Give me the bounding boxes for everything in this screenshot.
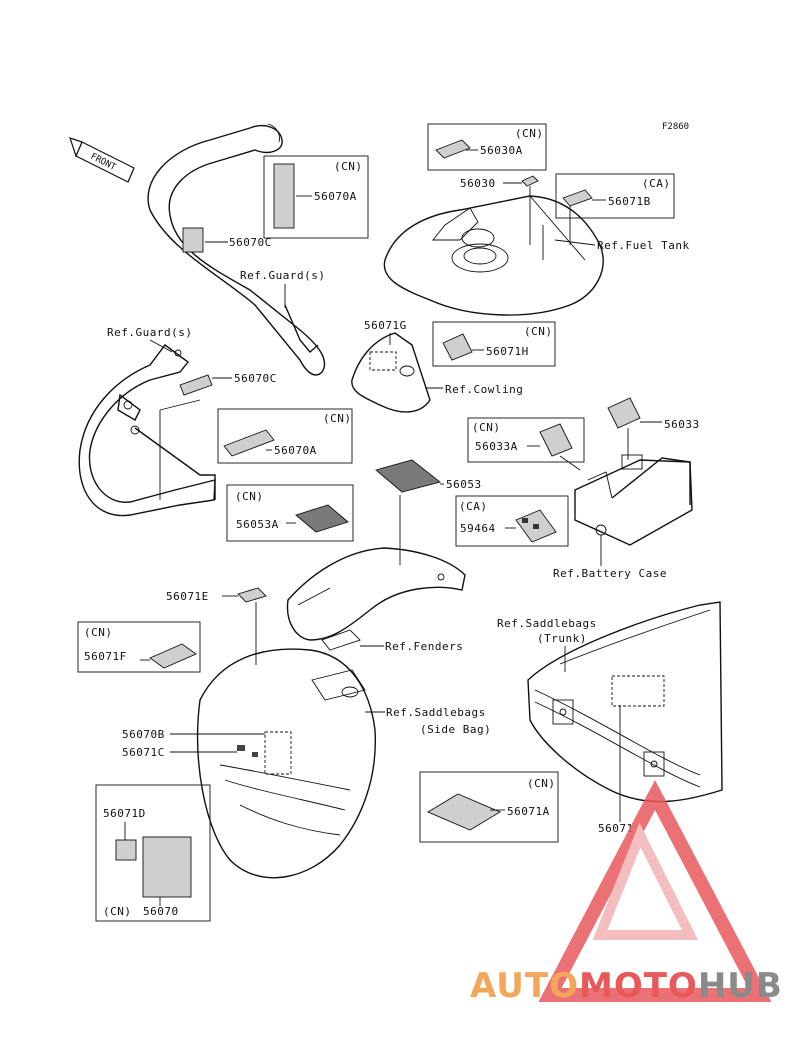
callout-56070A-mid: 56070A bbox=[274, 444, 317, 457]
callout-56071E: 56071E bbox=[166, 590, 209, 603]
ref-fuel-tank: Ref.Fuel Tank bbox=[597, 239, 690, 252]
trunk-part bbox=[527, 601, 723, 803]
side-saddlebag-part bbox=[196, 648, 377, 879]
decal-56070 bbox=[142, 836, 192, 898]
callout-56071F: 56071F bbox=[84, 650, 127, 663]
ref-fenders: Ref.Fenders bbox=[385, 640, 463, 653]
decal-56071A bbox=[427, 793, 501, 831]
region-tag-ca-59464: (CA) bbox=[459, 500, 488, 513]
callout-box-56071D-56070 bbox=[95, 784, 211, 922]
callout-56071B: 56071B bbox=[608, 195, 651, 208]
watermark-logo bbox=[538, 779, 772, 1002]
region-tag-cn-56053A: (CN) bbox=[235, 490, 264, 503]
decal-56030A bbox=[435, 139, 471, 159]
callout-56071H: 56071H bbox=[486, 345, 529, 358]
decal-56071F bbox=[149, 643, 197, 669]
decal-56070A-top bbox=[273, 163, 295, 229]
front-arrow-icon: FRONT bbox=[69, 137, 135, 183]
region-tag-cn: (CN) bbox=[334, 160, 363, 173]
callout-box-56071F bbox=[77, 621, 201, 673]
guard-lower-part bbox=[78, 344, 216, 517]
region-tag-cn-56071A: (CN) bbox=[527, 777, 556, 790]
callout-56070C-mid: 56070C bbox=[234, 372, 277, 385]
decal-56070C-mid bbox=[179, 374, 213, 396]
decal-56053 bbox=[375, 459, 441, 493]
callout-box-56071B bbox=[555, 173, 675, 219]
callout-56070B: 56070B bbox=[122, 728, 165, 741]
decal-56070A-mid bbox=[223, 429, 275, 457]
callout-56071G: 56071G bbox=[364, 319, 407, 332]
decal-56033 bbox=[607, 397, 641, 429]
callout-56033: 56033 bbox=[664, 418, 700, 431]
decal-56033A bbox=[539, 423, 573, 457]
callout-box-56030A bbox=[427, 123, 547, 171]
region-tag-cn-56030A: (CN) bbox=[515, 127, 544, 140]
callout-56071A: 56071A bbox=[507, 805, 550, 818]
guard-upper-part bbox=[147, 123, 326, 376]
ref-guard-upper: Ref.Guard(s) bbox=[240, 269, 325, 282]
fenders-part bbox=[286, 547, 466, 651]
region-tag-cn-56070A-mid: (CN) bbox=[323, 412, 352, 425]
ref-cowling: Ref.Cowling bbox=[445, 383, 523, 396]
decal-56030 bbox=[521, 175, 539, 187]
battery-case-part bbox=[574, 454, 693, 546]
callout-56071: 56071 bbox=[598, 822, 634, 835]
ref-saddlebags-trunk-line1: Ref.Saddlebags bbox=[497, 617, 597, 630]
callout-56033A: 56033A bbox=[475, 440, 518, 453]
callout-box-56071H bbox=[432, 321, 556, 367]
decal-56053A bbox=[295, 504, 349, 533]
callout-box-56070A-mid bbox=[217, 408, 353, 464]
ref-saddlebags-side-line2: (Side Bag) bbox=[420, 723, 491, 736]
callout-box-56053A bbox=[226, 484, 354, 542]
decal-56071D bbox=[115, 839, 137, 861]
decal-56071H bbox=[442, 333, 473, 361]
region-tag-cn-56071F: (CN) bbox=[84, 626, 113, 639]
ref-battery-case: Ref.Battery Case bbox=[553, 567, 667, 580]
callout-56070C-upper: 56070C bbox=[229, 236, 272, 249]
callout-box-56070A-top bbox=[263, 155, 369, 239]
cowling-part bbox=[351, 332, 431, 413]
callout-56053A: 56053A bbox=[236, 518, 279, 531]
callout-56030A: 56030A bbox=[480, 144, 523, 157]
watermark-text: AUTOMOTOHUB bbox=[470, 966, 783, 1006]
fuel-tank-part bbox=[383, 195, 604, 316]
decal-56071E bbox=[237, 587, 267, 603]
callout-box-56033A bbox=[467, 417, 585, 463]
callout-56030: 56030 bbox=[460, 177, 496, 190]
region-tag-cn-56033A: (CN) bbox=[472, 421, 501, 434]
callout-59464: 59464 bbox=[460, 522, 496, 535]
region-tag-cn-56071D: (CN) bbox=[103, 905, 132, 918]
figure-code: F2860 bbox=[662, 122, 689, 132]
region-tag-cn-56071H: (CN) bbox=[524, 325, 553, 338]
decal-56070C-upper bbox=[182, 227, 204, 253]
ref-saddlebags-trunk-line2: (Trunk) bbox=[537, 632, 587, 645]
callout-56070: 56070 bbox=[143, 905, 179, 918]
decal-56071B bbox=[562, 189, 593, 207]
callout-56071C: 56071C bbox=[122, 746, 165, 759]
callout-56053: 56053 bbox=[446, 478, 482, 491]
region-tag-ca-56071B: (CA) bbox=[642, 177, 671, 190]
ref-guard-left: Ref.Guard(s) bbox=[107, 326, 192, 339]
callout-56071D: 56071D bbox=[103, 807, 146, 820]
callout-box-56071A bbox=[419, 771, 559, 843]
ref-saddlebags-side-line1: Ref.Saddlebags bbox=[386, 706, 486, 719]
callout-box-59464 bbox=[455, 495, 569, 547]
callout-56070A-top: 56070A bbox=[314, 190, 357, 203]
